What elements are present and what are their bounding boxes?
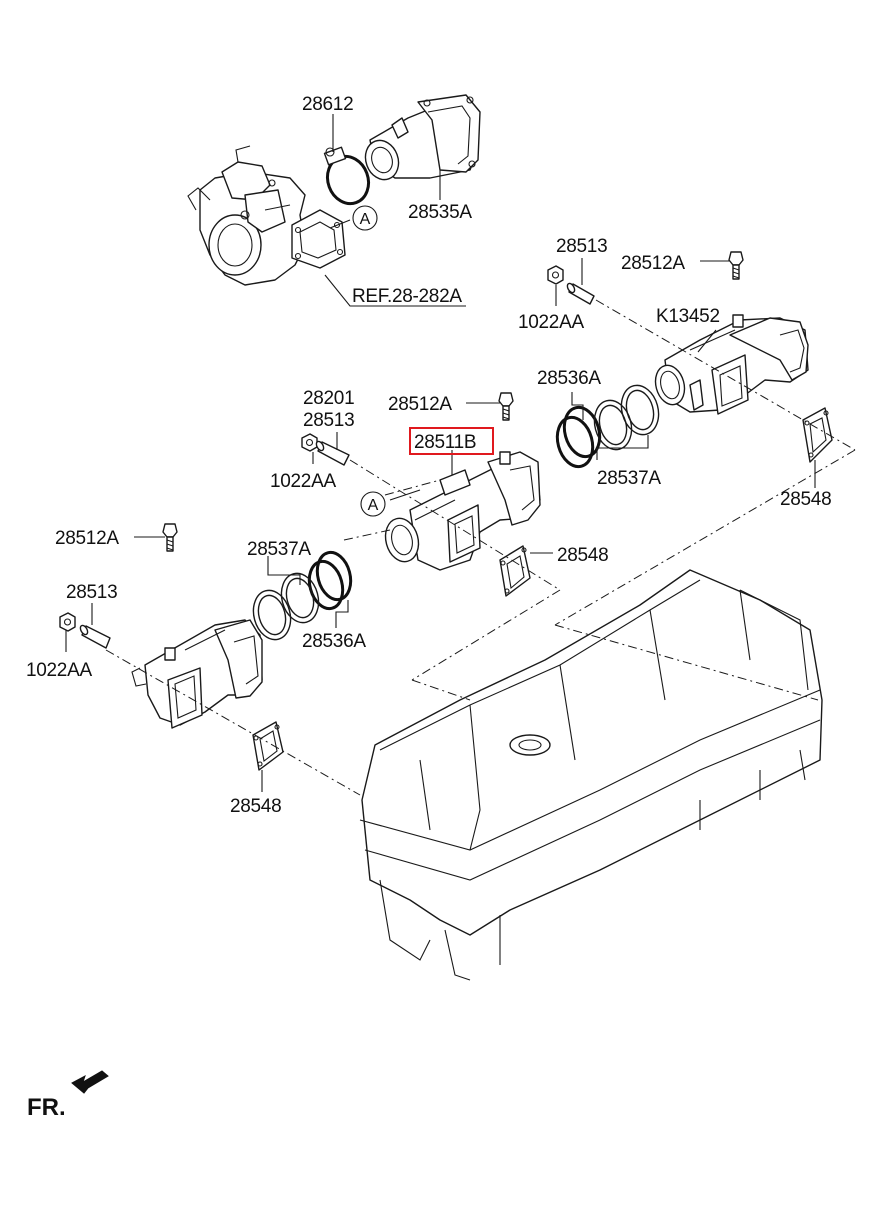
stud-28513-right <box>566 282 595 305</box>
label-28537A-left[interactable]: 28537A <box>247 539 312 560</box>
gasket-28548-middle <box>499 545 531 597</box>
engine-cylinder-head <box>359 569 823 981</box>
label-K13452[interactable]: K13452 <box>656 306 720 327</box>
label-28536A-left[interactable]: 28536A <box>302 631 367 652</box>
bolt-28512A-left <box>162 523 178 552</box>
nut-1022AA-middle <box>301 433 318 452</box>
label-28513-middle[interactable]: 28513 <box>303 410 355 431</box>
highlight-box-28511B <box>409 427 494 455</box>
label-1022AA-right[interactable]: 1022AA <box>518 312 585 333</box>
label-28612[interactable]: 28612 <box>302 94 354 115</box>
front-arrow-icon <box>71 1070 109 1094</box>
gasket-28548-left <box>252 721 284 771</box>
label-1022AA-left[interactable]: 1022AA <box>26 660 93 681</box>
manifold-28511B <box>384 451 541 571</box>
label-28512A-middle[interactable]: 28512A <box>388 394 453 415</box>
svg-text:A: A <box>368 497 379 514</box>
label-28536A-right[interactable]: 28536A <box>537 368 602 389</box>
leader-lines <box>65 114 816 792</box>
label-1022AA-middle[interactable]: 1022AA <box>270 471 337 492</box>
front-direction-indicator: FR. <box>27 1070 109 1121</box>
label-28548-right[interactable]: 28548 <box>780 489 832 510</box>
label-28512A-right[interactable]: 28512A <box>621 253 686 274</box>
label-28512A-left[interactable]: 28512A <box>55 528 120 549</box>
seal-rings-28536A-right <box>555 405 602 469</box>
clamp-28612 <box>323 146 371 206</box>
gasket-28548-right <box>802 407 833 463</box>
bolt-28512A-right <box>728 251 744 280</box>
label-28535A[interactable]: 28535A <box>408 202 473 223</box>
front-label: FR. <box>27 1094 66 1121</box>
seal-rings-28537A-left <box>252 572 320 641</box>
exhaust-elbow-28535A <box>364 94 481 181</box>
label-28548-middle[interactable]: 28548 <box>557 545 609 566</box>
stud-28513-middle <box>315 440 350 466</box>
label-28511B[interactable]: 28511B <box>414 432 477 453</box>
assembly-lines <box>105 299 856 796</box>
label-28201[interactable]: 28201 <box>303 388 355 409</box>
label-28513-right[interactable]: 28513 <box>556 236 608 257</box>
svg-text:A: A <box>360 211 371 228</box>
nut-1022AA-left <box>59 612 76 632</box>
manifold-K13452 <box>654 314 809 415</box>
stud-28513-left <box>79 624 111 649</box>
nut-1022AA-right <box>547 265 564 285</box>
circle-marker-a-mid: A <box>360 491 386 517</box>
turbocharger <box>187 145 306 286</box>
label-28513-left[interactable]: 28513 <box>66 582 118 603</box>
seal-rings-28537A-right <box>593 384 660 451</box>
label-28537A-right[interactable]: 28537A <box>597 468 662 489</box>
bolt-28512A-middle <box>498 392 514 421</box>
circle-marker-a-top: A <box>352 205 378 231</box>
manifold-left <box>131 619 263 729</box>
turbo-flange-gasket <box>291 209 346 269</box>
part-labels: 28612 28535A REF.28-282A 28513 28512A 10… <box>26 94 832 817</box>
label-ref-28-282A[interactable]: REF.28-282A <box>352 286 463 307</box>
label-28548-left[interactable]: 28548 <box>230 796 282 817</box>
